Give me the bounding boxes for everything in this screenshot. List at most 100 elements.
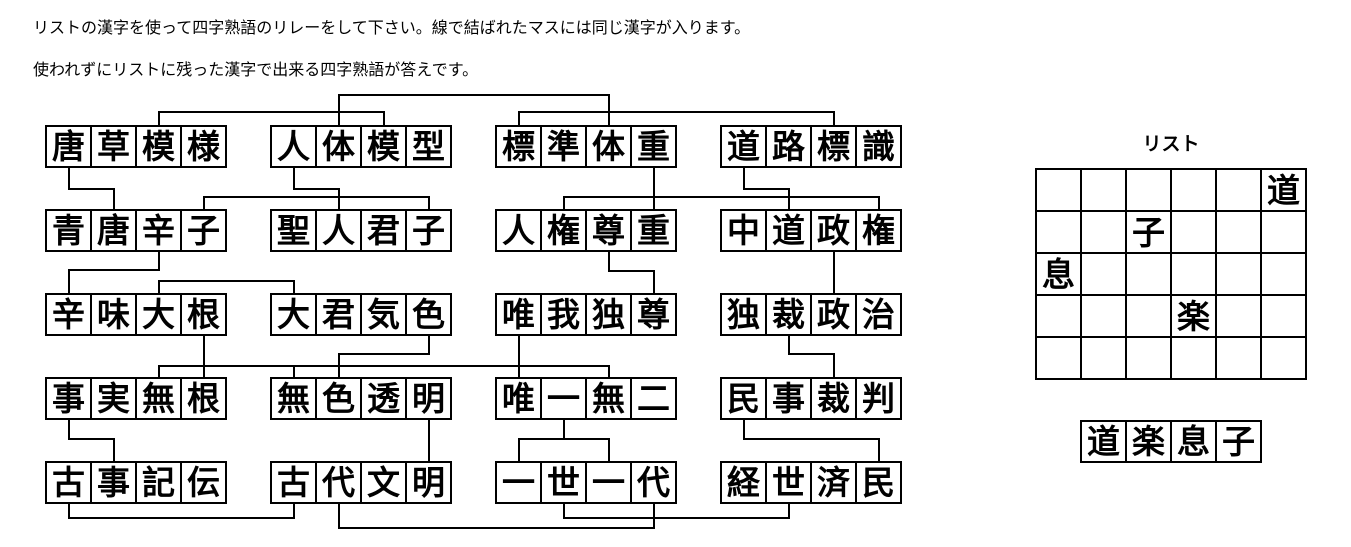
puzzle-cell: 唯 — [495, 293, 542, 336]
puzzle-cell: 事 — [45, 377, 92, 420]
puzzle-cell: 識 — [855, 125, 902, 168]
connector-segment-民 — [877, 438, 880, 462]
puzzle-cell: 尊 — [630, 293, 677, 336]
list-cell — [1215, 168, 1262, 212]
connector-segment-唐 — [67, 167, 70, 190]
puzzle-cell: 記 — [135, 461, 182, 504]
connector-segment-人 — [292, 188, 340, 190]
connector-segment-道 — [742, 188, 790, 190]
connector-segment-代 — [652, 503, 655, 529]
puzzle-cell: 準 — [540, 125, 587, 168]
connector-segment-体 — [337, 94, 340, 126]
puzzle-cell: 古 — [45, 461, 92, 504]
connector-segment-辛 — [67, 269, 160, 271]
puzzle-cell: 唐 — [45, 125, 92, 168]
puzzle-cell: 政 — [810, 209, 857, 252]
connector-segment-模 — [382, 111, 385, 126]
puzzle-cell: 中 — [720, 209, 767, 252]
puzzle-cell: 代 — [630, 461, 677, 504]
connector-segment-一 — [517, 438, 610, 440]
puzzle-cell: 標 — [810, 125, 857, 168]
puzzle-cell: 判 — [855, 377, 902, 420]
puzzle-cell: 根 — [180, 377, 227, 420]
list-cell: 道 — [1260, 168, 1307, 212]
connector-segment-無 — [157, 365, 610, 367]
connector-segment-標 — [517, 111, 835, 113]
puzzle-cell: 明 — [405, 377, 452, 420]
puzzle-cell: 権 — [855, 209, 902, 252]
puzzle-cell: 世 — [765, 461, 812, 504]
puzzle-cell: 標 — [495, 125, 542, 168]
list-cell: 息 — [1035, 252, 1082, 296]
list-cell — [1035, 168, 1082, 212]
connector-segment-無 — [157, 365, 160, 378]
connector-segment-一 — [517, 438, 520, 462]
list-cell — [1170, 168, 1217, 212]
list-cell — [1080, 168, 1127, 212]
puzzle-cell: 民 — [855, 461, 902, 504]
puzzle-cell: 路 — [765, 125, 812, 168]
connector-segment-標 — [517, 111, 520, 126]
connector-segment-明 — [427, 419, 430, 462]
list-cell — [1260, 336, 1307, 380]
list-cell — [1215, 252, 1262, 296]
instruction-line-1: リストの漢字を使って四字熟語のリレーをして下さい。線で結ばれたマスには同じ漢字が… — [33, 18, 751, 37]
connector-segment-辛 — [157, 251, 160, 271]
puzzle-cell: 実 — [90, 377, 137, 420]
list-cell — [1080, 336, 1127, 380]
puzzle-cell: 辛 — [45, 293, 92, 336]
puzzle-cell: 道 — [765, 209, 812, 252]
connector-segment-無 — [607, 365, 610, 378]
connector-segment-政 — [832, 251, 835, 294]
list-cell — [1035, 210, 1082, 254]
connector-segment-民 — [742, 419, 745, 440]
puzzle-cell: 様 — [180, 125, 227, 168]
puzzle-cell: 代 — [315, 461, 362, 504]
connector-segment-人 — [337, 188, 340, 210]
puzzle-cell: 青 — [45, 209, 92, 252]
puzzle-cell: 色 — [315, 377, 362, 420]
connector-segment-辛 — [67, 269, 70, 294]
connector-segment-権 — [562, 196, 565, 210]
connector-segment-人 — [292, 167, 295, 190]
connector-segment-裁 — [787, 353, 835, 355]
connector-segment-子 — [202, 196, 430, 198]
connector-segment-子 — [202, 196, 205, 210]
puzzle-cell: 裁 — [765, 293, 812, 336]
puzzle-cell: 事 — [90, 461, 137, 504]
puzzle-cell: 伝 — [180, 461, 227, 504]
connector-segment-道 — [787, 188, 790, 210]
puzzle-cell: 民 — [720, 377, 767, 420]
list-cell — [1125, 294, 1172, 338]
puzzle-cell: 子 — [405, 209, 452, 252]
puzzle-cell: 裁 — [810, 377, 857, 420]
connector-segment-模 — [157, 111, 385, 113]
connector-segment-事 — [67, 419, 70, 440]
list-cell — [1215, 210, 1262, 254]
list-cell — [1080, 294, 1127, 338]
list-cell — [1260, 294, 1307, 338]
connector-segment-裁 — [832, 353, 835, 378]
answer-cell: 道 — [1080, 420, 1127, 463]
connector-segment-一 — [562, 419, 565, 440]
list-cell — [1125, 252, 1172, 296]
puzzle-cell: 無 — [585, 377, 632, 420]
connector-segment-根 — [202, 335, 205, 378]
puzzle-cell: 大 — [135, 293, 182, 336]
connector-segment-大 — [157, 280, 295, 282]
puzzle-cell: 大 — [270, 293, 317, 336]
puzzle-cell: 模 — [360, 125, 407, 168]
connector-segment-大 — [292, 280, 295, 294]
puzzle-cell: 尊 — [585, 209, 632, 252]
puzzle-cell: 人 — [270, 125, 317, 168]
connector-segment-民 — [742, 438, 880, 440]
connector-segment-唐 — [67, 188, 115, 190]
list-cell — [1125, 168, 1172, 212]
connector-segment-無 — [292, 365, 295, 378]
list-cell — [1170, 210, 1217, 254]
answer-cell: 子 — [1215, 420, 1262, 463]
puzzle-cell: 模 — [135, 125, 182, 168]
list-cell — [1080, 210, 1127, 254]
puzzle-cell: 草 — [90, 125, 137, 168]
puzzle-cell: 一 — [495, 461, 542, 504]
